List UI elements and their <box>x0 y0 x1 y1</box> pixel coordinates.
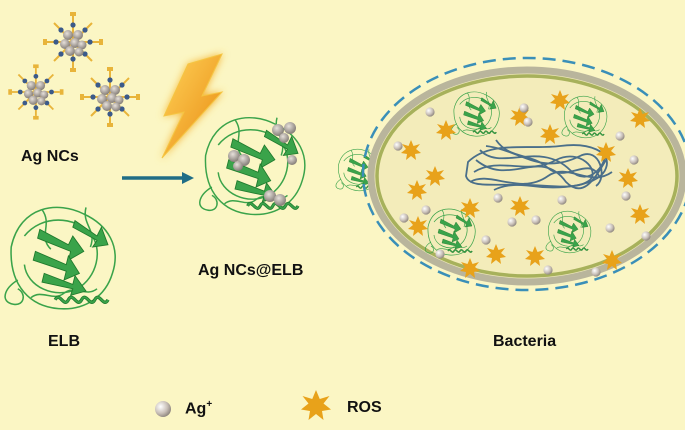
legend-ros-label: ROS <box>347 399 382 417</box>
legend-ag-ion-marker <box>155 401 171 417</box>
ag-ncs-label: Ag NCs <box>21 148 79 166</box>
elb-protein <box>5 207 115 308</box>
ag-ncs-elb-label: Ag NCs@ELB <box>198 262 303 280</box>
ag-nanocluster <box>43 12 103 72</box>
elb-label: ELB <box>48 333 80 351</box>
ag-nanocluster <box>80 67 140 127</box>
bacteria-label: Bacteria <box>493 333 556 351</box>
ag-nanocluster <box>8 64 63 119</box>
ag-ncs-elb-complex <box>200 118 305 215</box>
reaction-arrow <box>122 172 194 184</box>
legend-ros-marker <box>301 390 331 420</box>
bacteria-cell <box>363 58 685 290</box>
lightning-bolt-icon <box>162 54 222 158</box>
legend-ag-ion-label: Ag+ <box>185 399 212 418</box>
